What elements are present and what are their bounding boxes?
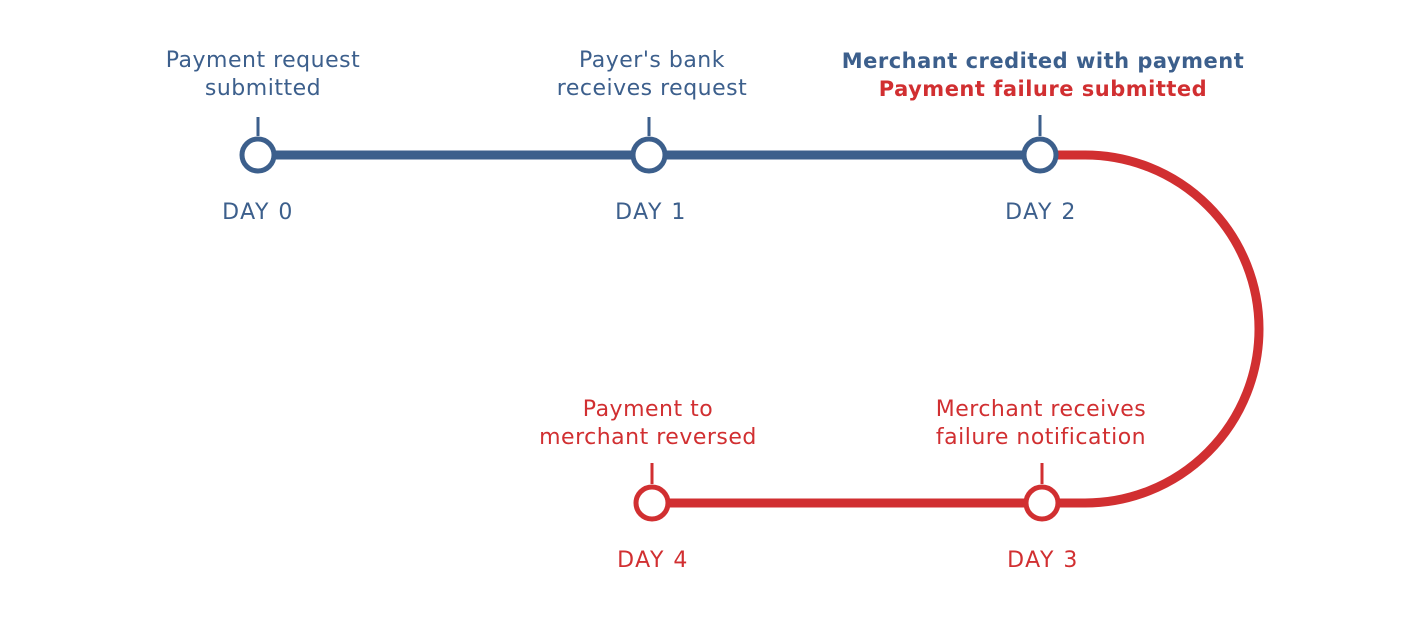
event-line: Payment failure submitted [878, 77, 1208, 101]
node-day2 [1021, 136, 1059, 174]
event-label-day3: Merchant receives failure notification [936, 396, 1147, 452]
event-label-day4: Payment to merchant reversed [539, 396, 757, 452]
event-line: Merchant receives [935, 397, 1147, 422]
event-label-day0: Payment request submitted [166, 47, 360, 103]
event-line: merchant reversed [539, 425, 757, 450]
event-line: Payment to [582, 397, 714, 422]
event-line: Payer's bank [578, 48, 725, 73]
day-label-day3: DAY 3 [1007, 548, 1079, 573]
event-line: failure notification [935, 425, 1147, 450]
event-line: Payment request [165, 48, 361, 73]
event-line: Merchant credited with payment [841, 49, 1245, 73]
node-day0 [239, 136, 277, 174]
day-label-day0: DAY 0 [222, 200, 294, 225]
event-label-day2: Merchant credited with payment Payment f… [842, 47, 1245, 103]
day-label-day2: DAY 2 [1005, 200, 1077, 225]
timeline-curve-day2-day3 [1035, 150, 1264, 508]
node-day4 [633, 484, 671, 522]
day-label-day1: DAY 1 [615, 200, 687, 225]
node-day3 [1023, 484, 1061, 522]
node-day1 [630, 136, 668, 174]
event-line: receives request [556, 76, 748, 101]
day-label-day4: DAY 4 [617, 548, 689, 573]
event-label-day1: Payer's bank receives request [557, 47, 747, 103]
event-line: submitted [204, 76, 322, 101]
